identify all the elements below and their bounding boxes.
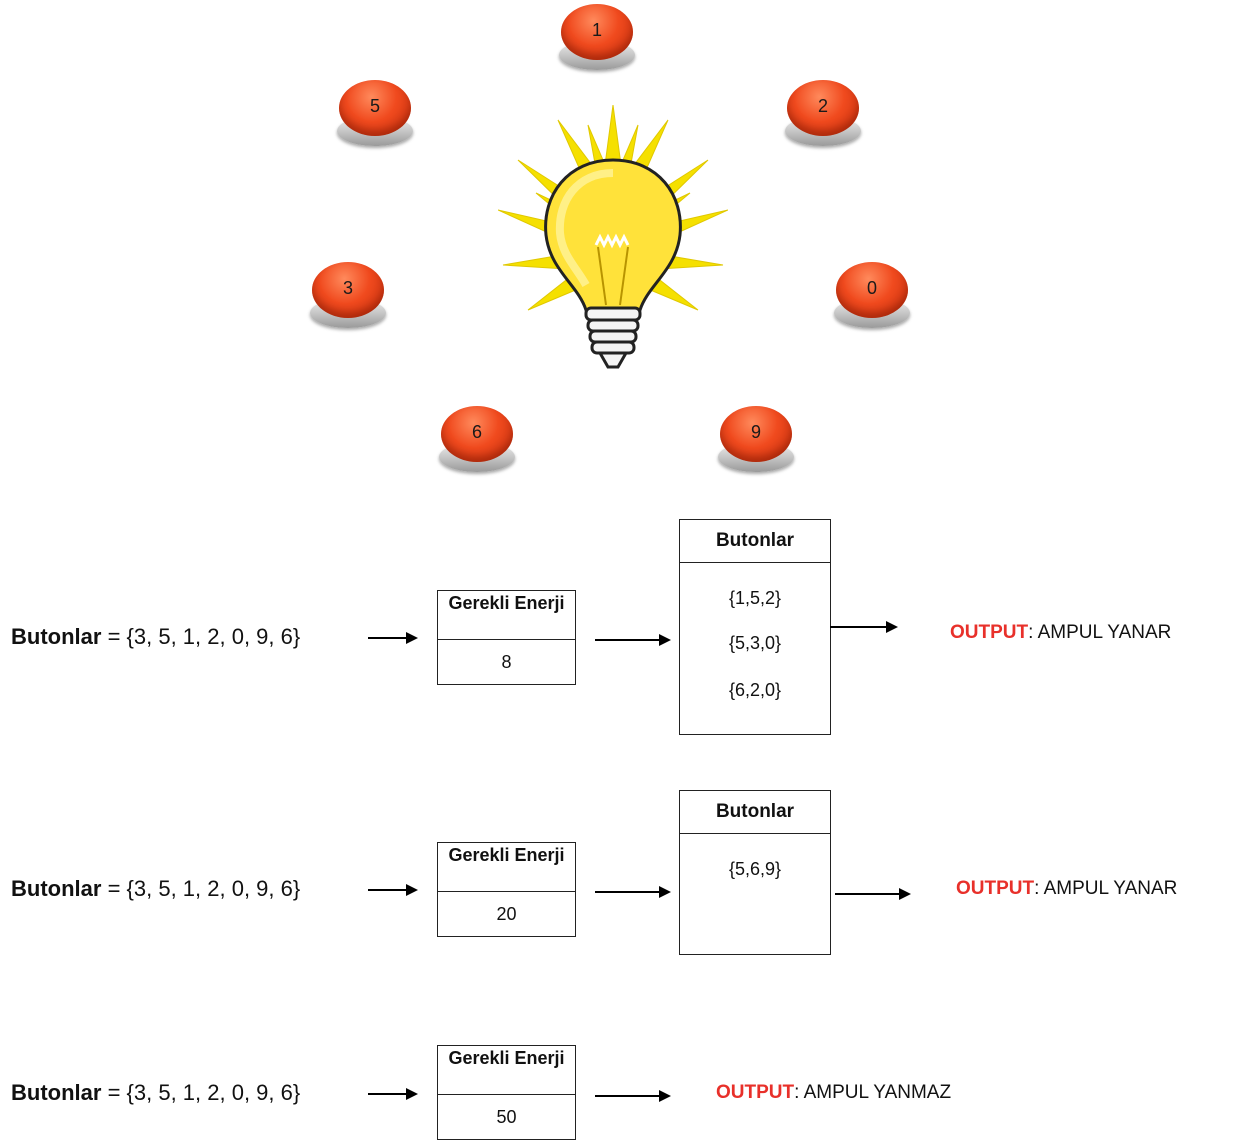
required-energy-value: 50	[496, 1107, 517, 1127]
button-cap	[836, 262, 908, 318]
button-number: 9	[750, 422, 761, 442]
arrow-right-icon	[595, 886, 671, 898]
output-text: : AMPUL YANAR	[1028, 622, 1172, 643]
push-button-1[interactable]: 1	[557, 4, 637, 74]
arrow-right-icon	[368, 632, 418, 644]
label-values: = {3, 5, 1, 2, 0, 9, 6}	[101, 624, 301, 649]
button-combinations-header: Butonlar	[680, 791, 830, 834]
button-number: 6	[471, 422, 482, 442]
required-energy-box: Gerekli Enerji 8	[437, 590, 576, 685]
label-values: = {3, 5, 1, 2, 0, 9, 6}	[101, 1080, 301, 1105]
button-number: 2	[817, 96, 828, 116]
button-cap	[339, 80, 411, 136]
arrow-right-icon	[835, 888, 911, 900]
output-keyword: OUTPUT	[956, 878, 1035, 899]
button-number: 5	[369, 96, 380, 116]
button-cap	[312, 262, 384, 318]
combination-item: {5,6,9}	[728, 859, 782, 879]
required-energy-box: Gerekli Enerji 20	[437, 842, 576, 937]
push-button-3[interactable]: 3	[308, 262, 388, 332]
buttons-set-label: Butonlar = {3, 5, 1, 2, 0, 9, 6}	[11, 1080, 300, 1106]
required-energy-header: Gerekli Enerji	[438, 591, 575, 640]
push-button-6[interactable]: 6	[437, 406, 517, 476]
button-cap	[441, 406, 513, 462]
label-values: = {3, 5, 1, 2, 0, 9, 6}	[101, 876, 301, 901]
bulb-base	[584, 306, 642, 369]
bulb-filament	[594, 233, 630, 249]
push-button-0[interactable]: 0	[832, 262, 912, 332]
label-bold: Butonlar	[11, 876, 102, 901]
arrow-right-icon	[368, 884, 418, 896]
required-energy-header: Gerekli Enerji	[438, 843, 575, 892]
output-text: : AMPUL YANMAZ	[794, 1082, 952, 1103]
button-combinations-box: Butonlar {1,5,2} {5,3,0} {6,2,0}	[679, 519, 831, 735]
button-cap	[561, 4, 633, 60]
buttons-set-label: Butonlar = {3, 5, 1, 2, 0, 9, 6}	[11, 624, 300, 650]
button-combinations-header: Butonlar	[680, 520, 830, 563]
required-energy-value: 20	[496, 904, 517, 924]
required-energy-header: Gerekli Enerji	[438, 1046, 575, 1095]
button-cap	[787, 80, 859, 136]
label-bold: Butonlar	[11, 624, 102, 649]
push-button-5[interactable]: 5	[335, 80, 415, 150]
push-button-9[interactable]: 9	[716, 406, 796, 476]
button-number: 0	[866, 278, 877, 298]
output-keyword: OUTPUT	[716, 1082, 795, 1103]
push-button-2[interactable]: 2	[783, 80, 863, 150]
button-number: 3	[342, 278, 353, 298]
button-cap	[720, 406, 792, 462]
combination-item: {5,3,0}	[728, 633, 782, 653]
output-result: OUTPUT: AMPUL YANAR	[950, 622, 1171, 644]
arrow-right-icon	[368, 1088, 418, 1100]
arrow-right-icon	[595, 1090, 671, 1102]
required-energy-box: Gerekli Enerji 50	[437, 1045, 576, 1140]
output-keyword: OUTPUT	[950, 622, 1029, 643]
buttons-set-label: Butonlar = {3, 5, 1, 2, 0, 9, 6}	[11, 876, 300, 902]
label-bold: Butonlar	[11, 1080, 102, 1105]
button-number: 1	[591, 20, 602, 40]
combination-item: {6,2,0}	[728, 680, 782, 700]
combination-item: {1,5,2}	[728, 588, 782, 608]
output-result: OUTPUT: AMPUL YANAR	[956, 878, 1177, 900]
output-text: : AMPUL YANAR	[1034, 878, 1178, 899]
light-bulb-icon	[498, 105, 728, 369]
arrow-right-icon	[830, 621, 898, 633]
button-combinations-box: Butonlar {5,6,9}	[679, 790, 831, 955]
arrow-right-icon	[595, 634, 671, 646]
output-result: OUTPUT: AMPUL YANMAZ	[716, 1082, 951, 1104]
required-energy-value: 8	[501, 652, 512, 672]
